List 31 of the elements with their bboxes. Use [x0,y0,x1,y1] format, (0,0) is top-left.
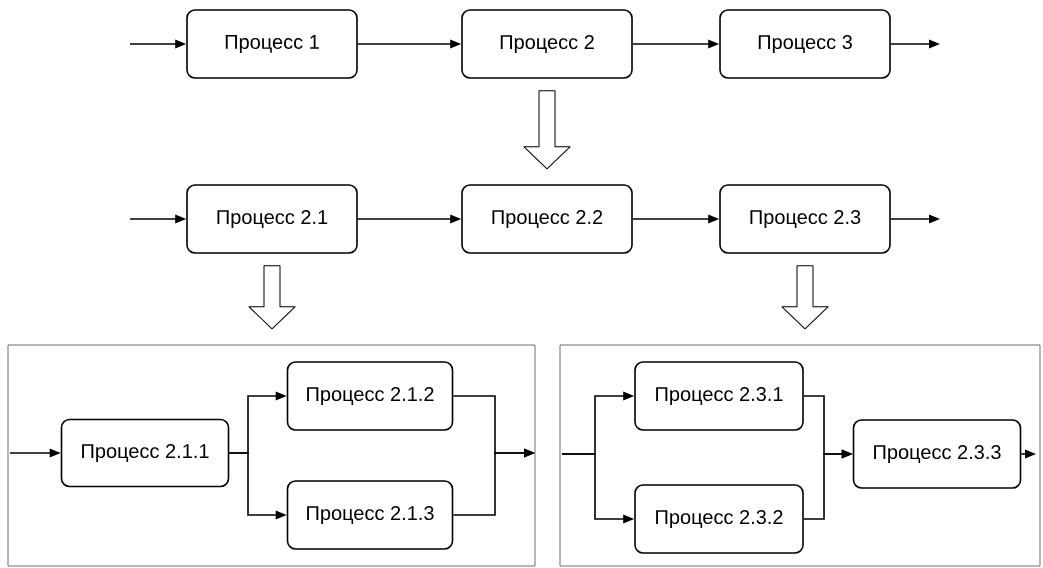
panel-frame [559,344,1041,567]
arrow [561,453,635,524]
block-arrow [781,265,829,330]
arrow [890,214,940,224]
arrow [129,39,187,49]
block-arrow [523,90,571,170]
arrow [9,448,61,458]
arrow [632,214,720,224]
process-box: Процесс 2 [461,9,633,79]
arrow [632,39,720,49]
arrow [357,39,462,49]
arrow [803,449,853,520]
process-box: Процесс 2.1.2 [286,361,454,431]
process-box: Процесс 2.1.3 [286,480,454,550]
process-box: Процесс 1 [186,9,358,79]
process-box: Процесс 3 [719,9,891,79]
arrow [228,452,287,520]
process-box: Процесс 2.3.1 [634,361,804,431]
arrow [357,214,462,224]
process-box: Процесс 2.3.3 [852,419,1022,489]
arrow [129,214,187,224]
process-box: Процесс 2.3 [719,184,891,254]
arrow [1020,449,1036,459]
process-box: Процесс 2.3.2 [634,484,804,554]
process-box: Процесс 2.1.1 [60,418,230,488]
arrow [890,39,940,49]
panel-frame [7,344,536,567]
block-arrow [248,265,296,330]
arrow [452,448,535,516]
process-box: Процесс 2.2 [461,184,633,254]
process-box: Процесс 2.1 [186,184,358,254]
